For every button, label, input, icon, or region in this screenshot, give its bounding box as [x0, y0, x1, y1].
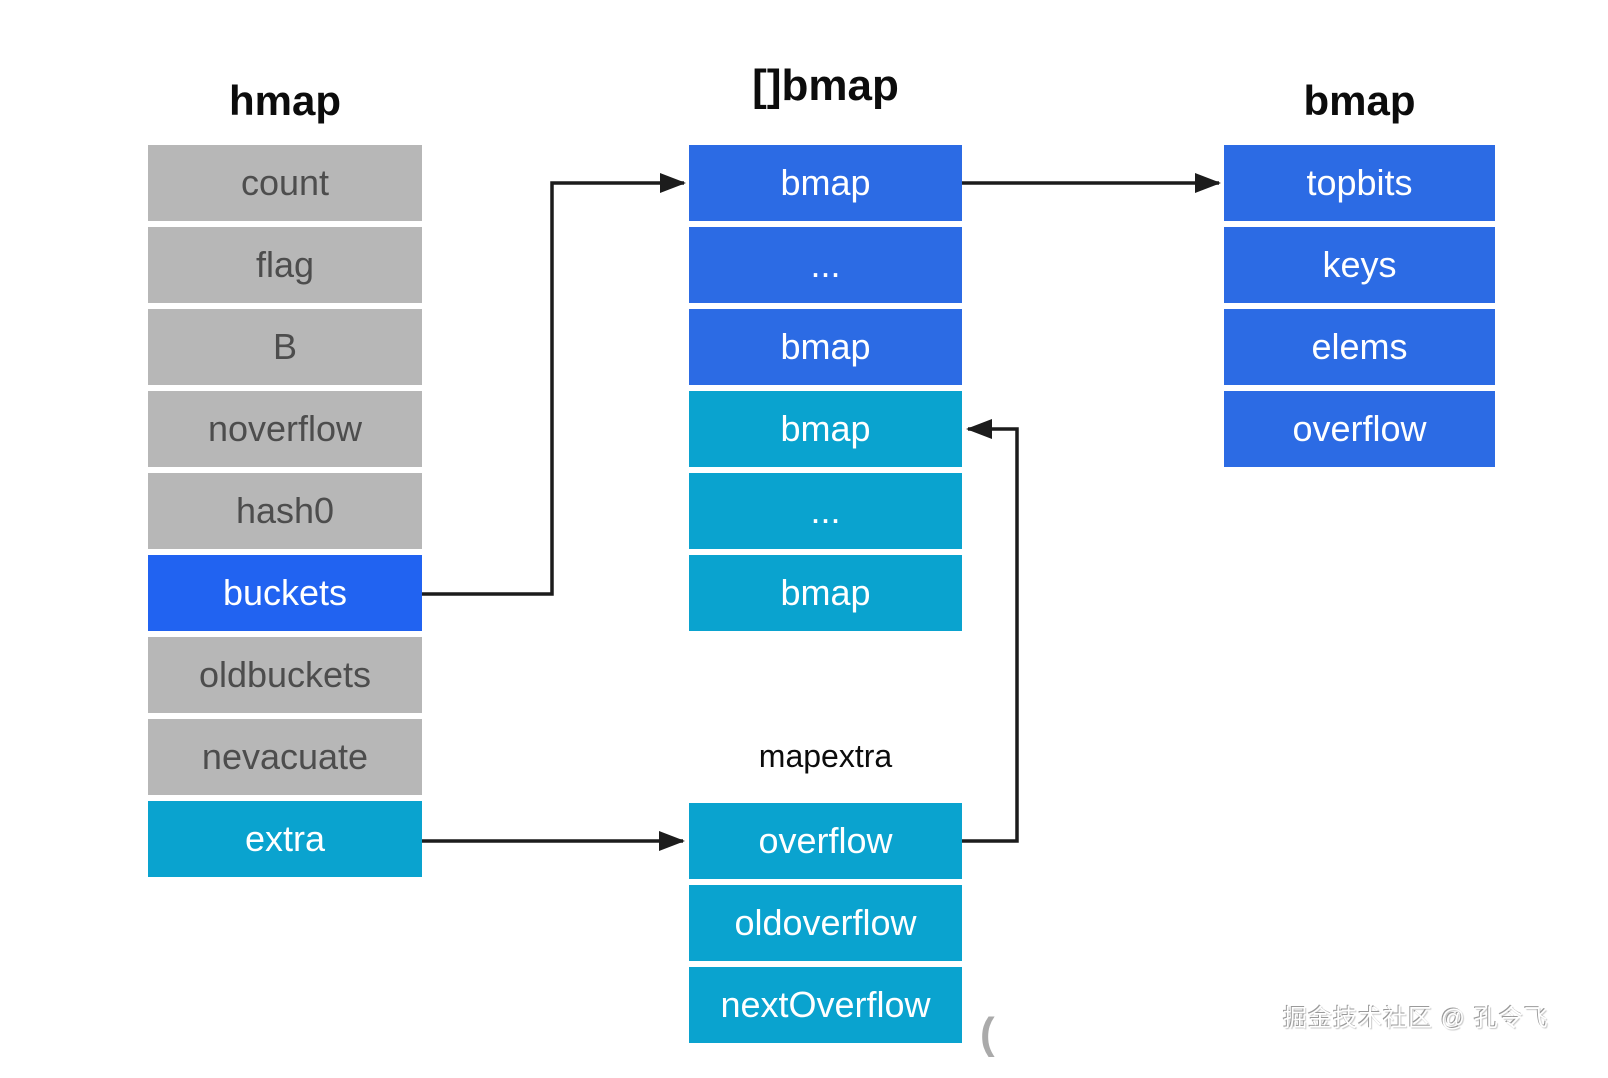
bmap-slice-overflow-item-0: bmap [689, 391, 962, 467]
hmap-field-extra: extra [148, 801, 422, 877]
hmap-title: hmap [228, 77, 341, 124]
hmap-field-b: B [148, 309, 422, 385]
bmap-struct: topbits keys elems overflow [1224, 145, 1495, 473]
watermark: 掘金技术社区 @ 孔令飞 [1283, 1005, 1549, 1032]
hmap-field-buckets: buckets [148, 555, 422, 631]
bmap-field-keys: keys [1224, 227, 1495, 303]
bmap-slice-overflow-item-2: bmap [689, 555, 962, 631]
bmap-field-elems: elems [1224, 309, 1495, 385]
mapextra-field-oldoverflow: oldoverflow [689, 885, 962, 961]
bmap-slice-item-0: bmap [689, 145, 962, 221]
arrow-buckets-to-bmap-slice [422, 173, 686, 596]
hmap-field-nevacuate: nevacuate [148, 719, 422, 795]
bmap-title: bmap [1303, 77, 1416, 124]
mapextra-field-overflow: overflow [689, 803, 962, 879]
watermark-paren-artifact: ( [980, 1009, 995, 1058]
bmap-slice-ellipsis-bottom: ... [689, 473, 962, 549]
hmap-field-hash0: hash0 [148, 473, 422, 549]
mapextra-title: mapextra [758, 738, 893, 774]
hmap-field-oldbuckets: oldbuckets [148, 637, 422, 713]
hmap-field-count: count [148, 145, 422, 221]
bmap-field-topbits: topbits [1224, 145, 1495, 221]
bmap-field-overflow: overflow [1224, 391, 1495, 467]
hmap-field-noverflow: noverflow [148, 391, 422, 467]
bmap-slice-struct: bmap ... bmap bmap ... bmap [689, 145, 962, 637]
bmap-slice-item-2: bmap [689, 309, 962, 385]
mapextra-field-nextoverflow: nextOverflow [689, 967, 962, 1043]
hmap-field-flag: flag [148, 227, 422, 303]
hmap-struct: count flag B noverflow hash0 buckets old… [148, 145, 422, 883]
arrow-overflow-to-cyan-bmap [962, 419, 1019, 843]
mapextra-struct: overflow oldoverflow nextOverflow [689, 803, 962, 1049]
bmap-slice-title: []bmap [752, 61, 899, 110]
bmap-slice-ellipsis-top: ... [689, 227, 962, 303]
